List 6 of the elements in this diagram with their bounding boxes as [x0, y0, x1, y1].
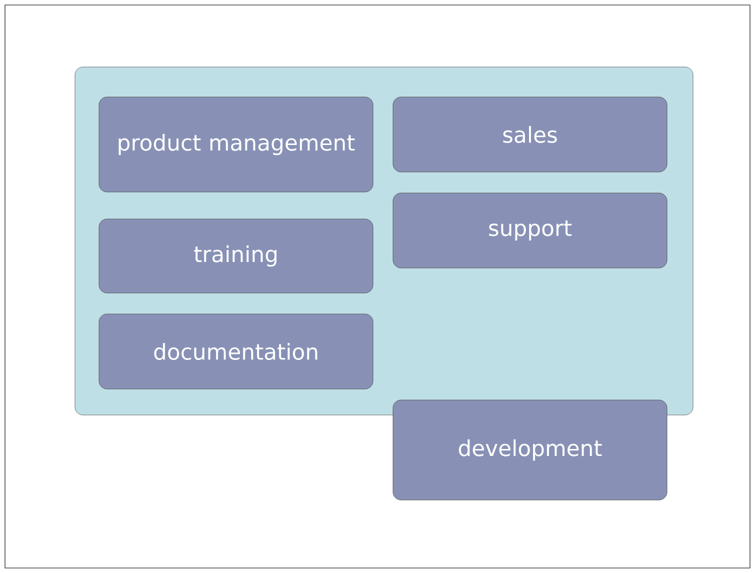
- department-box: product management: [98, 96, 374, 192]
- department-box: development: [392, 400, 668, 500]
- department-box: sales: [392, 96, 668, 172]
- department-box: training: [98, 218, 374, 294]
- department-box: support: [392, 192, 668, 268]
- department-box: documentation: [98, 314, 374, 390]
